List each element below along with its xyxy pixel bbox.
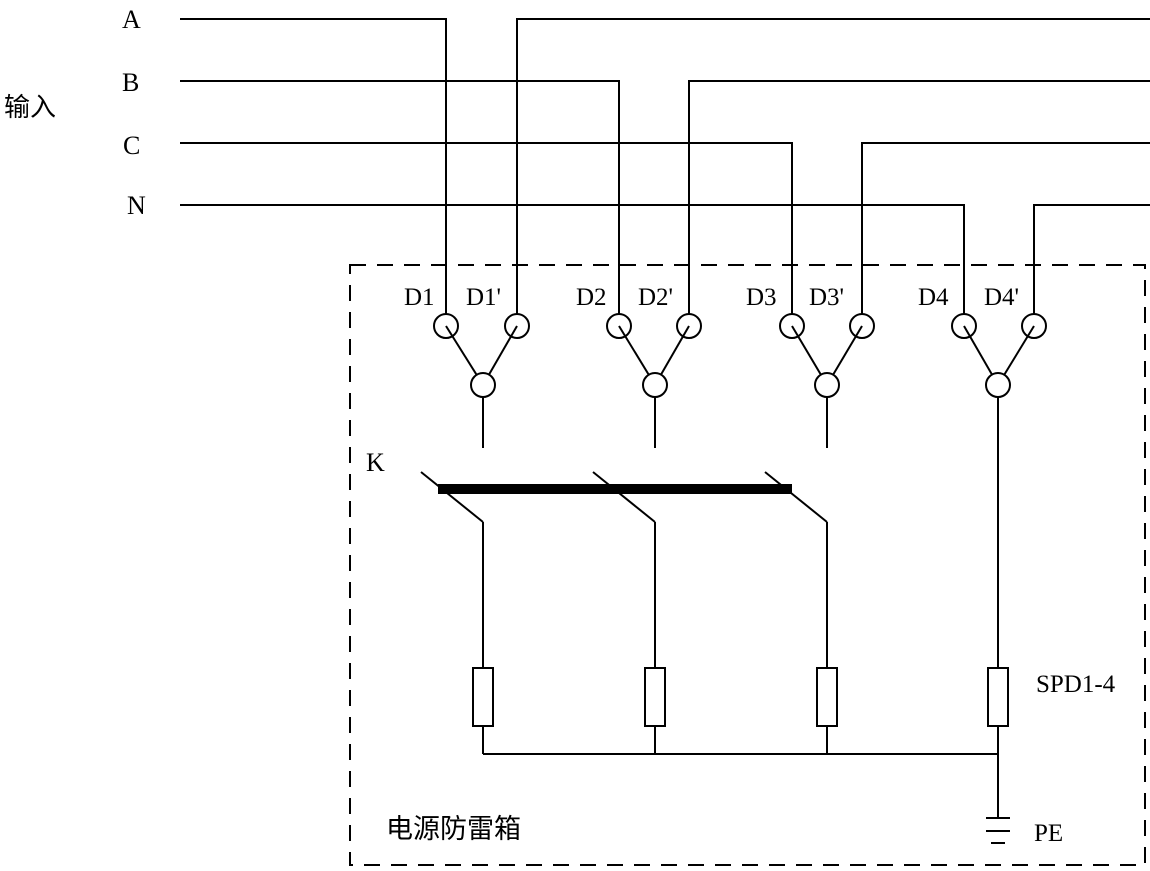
terminal-label-d3-prime: D3' xyxy=(809,284,844,311)
terminal-label-d1: D1 xyxy=(404,284,435,311)
terminal-pair-2 xyxy=(606,313,702,448)
terminal-pair-4 xyxy=(951,313,1047,668)
terminal-label-d1-prime: D1' xyxy=(466,284,501,311)
ground-label: PE xyxy=(1034,820,1063,847)
line-label-n: N xyxy=(127,191,146,220)
terminal-label-d2-prime: D2' xyxy=(638,284,673,311)
conductor-n xyxy=(180,204,1150,315)
terminal-label-d4-prime: D4' xyxy=(984,284,1019,311)
input-label: 输入 xyxy=(4,93,56,123)
spd-box-outline xyxy=(349,264,1146,866)
terminal-label-d3: D3 xyxy=(746,284,777,311)
terminal-pair-1 xyxy=(433,313,530,448)
spd-label: SPD1-4 xyxy=(1036,671,1116,698)
line-label-b: B xyxy=(122,68,139,97)
line-label-a: A xyxy=(122,5,141,34)
ground-symbol xyxy=(986,754,1010,844)
box-label: 电源防雷箱 xyxy=(386,814,521,845)
conductor-a xyxy=(180,18,1150,315)
terminal-label-d4: D4 xyxy=(918,284,949,311)
switch-label: K xyxy=(366,448,385,477)
conductor-b xyxy=(180,80,1150,315)
terminal-label-d2: D2 xyxy=(576,284,607,311)
line-label-c: C xyxy=(123,131,140,160)
switch-k xyxy=(420,471,828,668)
terminal-pair-3 xyxy=(779,313,875,448)
spd-modules xyxy=(472,667,1009,755)
conductor-c xyxy=(180,142,1150,315)
